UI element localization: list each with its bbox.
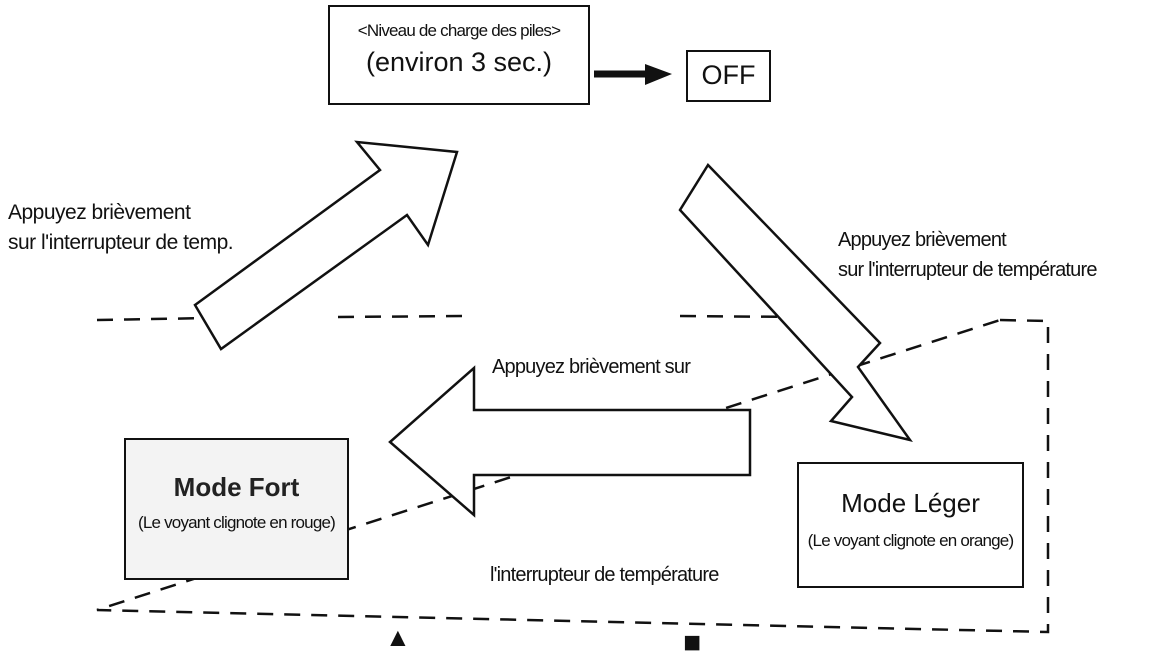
off-box: OFF <box>686 50 771 102</box>
arrow-battery-to-off <box>594 64 672 85</box>
mode-fort-box: Mode Fort (Le voyant clignote en rouge) <box>124 438 349 580</box>
dashed-mode-group <box>96 314 1050 634</box>
arrow-battery-to-leger <box>678 162 913 442</box>
battery-level-duration: (environ 3 sec.) <box>365 47 553 77</box>
mode-leger-box: Mode Léger (Le voyant clignote en orange… <box>797 462 1024 588</box>
label-bottom-line-2: l'interrupteur de température <box>490 564 719 586</box>
battery-level-box: <Niveau de charge des piles> (environ 3 … <box>328 5 590 105</box>
mode-fort-title: Mode Fort <box>173 472 300 502</box>
label-right-line-2: sur l'interrupteur de température <box>838 259 1097 281</box>
label-left-line-2: sur l'interrupteur de temp. <box>8 231 234 254</box>
arrow-fort-to-battery <box>193 140 459 351</box>
label-left-line-1: Appuyez brièvement <box>8 201 191 224</box>
label-short-press-left: Appuyez brièvement sur l'interrupteur de… <box>8 198 234 258</box>
mode-fort-subtitle: (Le voyant clignote en rouge) <box>138 513 336 532</box>
label-right-line-1: Appuyez brièvement <box>838 229 1007 251</box>
battery-level-heading: <Niveau de charge des piles> <box>357 21 561 40</box>
triangle-icon: ▲ <box>385 622 411 652</box>
label-short-press-bottom-line-2: l'interrupteur de température <box>490 560 719 590</box>
label-short-press-right: Appuyez brièvement sur l'interrupteur de… <box>838 225 1097 285</box>
mode-leger-title: Mode Léger <box>841 488 980 518</box>
label-short-press-bottom-line-1: Appuyez brièvement sur <box>492 352 691 382</box>
square-icon: ■ <box>683 626 702 659</box>
off-label: OFF <box>701 60 756 90</box>
mode-leger-subtitle: (Le voyant clignote en orange) <box>807 531 1014 550</box>
arrow-leger-to-fort <box>388 365 752 518</box>
label-bottom-line-1: Appuyez brièvement sur <box>492 356 691 378</box>
